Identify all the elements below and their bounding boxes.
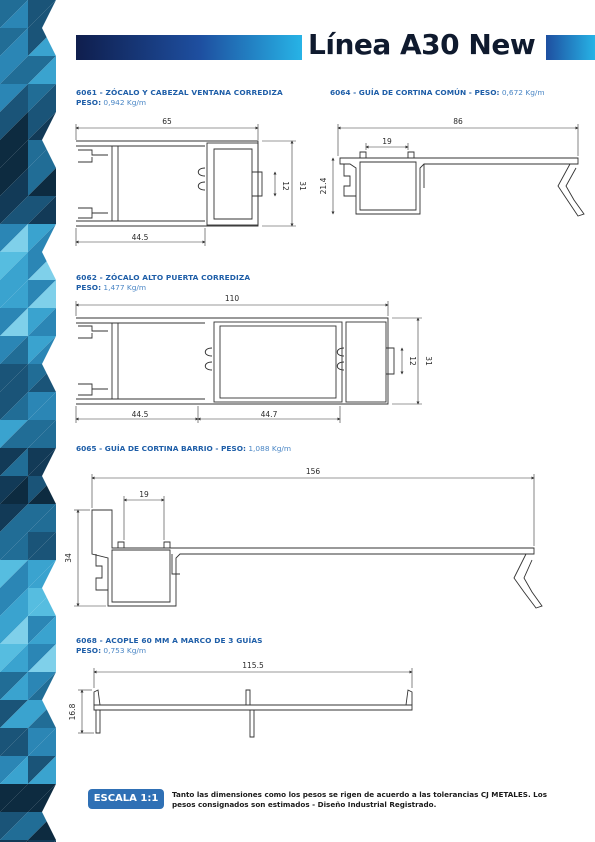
sidebar-tile bbox=[28, 392, 56, 420]
sidebar-tile bbox=[0, 784, 28, 812]
sidebar-tile bbox=[0, 196, 28, 224]
sidebar-tile bbox=[28, 532, 56, 560]
sidebar-tile bbox=[0, 112, 28, 140]
sidebar-tile bbox=[0, 476, 28, 504]
sidebar-tile bbox=[0, 700, 28, 728]
dim-6062-height: 31 bbox=[424, 356, 433, 366]
sidebar-cut bbox=[42, 224, 56, 280]
sidebar-cut bbox=[42, 0, 56, 56]
sidebar-tile bbox=[28, 280, 56, 308]
dim-6062-inner: 12 bbox=[408, 356, 417, 366]
profile-6068-weight: PESO: 0,753 Kg/m bbox=[76, 646, 147, 655]
sidebar-tile bbox=[0, 168, 28, 196]
dims-6064 bbox=[331, 124, 579, 215]
dim-6062-bottom-right: 44.7 bbox=[261, 410, 278, 419]
sidebar-tile bbox=[0, 728, 28, 756]
sidebar-tile bbox=[28, 56, 56, 84]
drawing-6068 bbox=[93, 689, 413, 738]
sidebar-tile bbox=[28, 420, 56, 448]
sidebar-tile bbox=[28, 728, 56, 756]
sidebar-tile bbox=[0, 560, 28, 588]
profile-6062-weight: PESO: 1,477 Kg/m bbox=[76, 283, 147, 292]
sidebar-cut bbox=[42, 672, 56, 728]
dim-6061-bottom: 44.5 bbox=[132, 233, 149, 242]
profile-6068-title: 6068 - ACOPLE 60 MM A MARCO DE 3 GUÍAS bbox=[76, 636, 263, 645]
sidebar-tile bbox=[0, 280, 28, 308]
dims-6061 bbox=[75, 124, 296, 246]
sidebar-cut bbox=[42, 336, 56, 392]
page-title: Línea A30 New bbox=[308, 28, 536, 61]
dim-6061-inner: 12 bbox=[281, 181, 290, 191]
dims-6068 bbox=[78, 668, 413, 734]
dim-6062-bottom-left: 44.5 bbox=[132, 410, 149, 419]
profile-6061-title: 6061 - ZÓCALO Y CABEZAL VENTANA CORREDIZ… bbox=[76, 88, 283, 97]
header-gradient-accent bbox=[546, 35, 595, 60]
sidebar-tile bbox=[0, 28, 28, 56]
sidebar-tile bbox=[0, 392, 28, 420]
dim-6064-channel: 19 bbox=[382, 137, 392, 146]
sidebar-tile bbox=[0, 84, 28, 112]
sidebar-tile bbox=[0, 504, 28, 532]
drawing-6064 bbox=[339, 151, 585, 217]
dim-6062-width: 110 bbox=[225, 294, 240, 303]
sidebar-tile bbox=[28, 504, 56, 532]
sidebar-tile bbox=[0, 308, 28, 336]
sidebar-tile bbox=[0, 644, 28, 672]
dim-6064-height: 21.4 bbox=[319, 177, 328, 194]
profile-6064-title: 6064 - GUÍA DE CORTINA COMÚN - PESO: 0,6… bbox=[330, 88, 545, 97]
dim-6065-height: 34 bbox=[64, 553, 73, 563]
dim-6061-width: 65 bbox=[162, 117, 172, 126]
sidebar-tile bbox=[0, 532, 28, 560]
sidebar-tile bbox=[0, 448, 28, 476]
profile-6061-weight: PESO: 0,942 Kg/m bbox=[76, 98, 147, 107]
sidebar-tile bbox=[0, 224, 28, 252]
sidebar-tile bbox=[0, 364, 28, 392]
scale-badge: ESCALA 1:1 bbox=[88, 789, 164, 809]
drawing-6062 bbox=[76, 317, 395, 405]
profile-6065-title: 6065 - GUÍA DE CORTINA BARRIO - PESO: 1,… bbox=[76, 444, 292, 453]
sidebar-tile bbox=[28, 644, 56, 672]
dim-6061-height: 31 bbox=[298, 181, 307, 191]
sidebar-tile bbox=[0, 812, 28, 840]
sidebar-cut bbox=[42, 112, 56, 168]
dim-6065-width: 156 bbox=[306, 467, 321, 476]
footer-note: Tanto las dimensiones como los pesos se … bbox=[172, 790, 547, 809]
profile-6062-title: 6062 - ZÓCALO ALTO PUERTA CORREDIZA bbox=[76, 273, 251, 282]
dim-6065-channel: 19 bbox=[139, 490, 149, 499]
sidebar-tile bbox=[0, 588, 28, 616]
sidebar-tile bbox=[28, 196, 56, 224]
sidebar-tile bbox=[0, 756, 28, 784]
sidebar-tile bbox=[0, 420, 28, 448]
sidebar-tile bbox=[0, 672, 28, 700]
dim-6064-width: 86 bbox=[453, 117, 463, 126]
sidebar-tile bbox=[0, 140, 28, 168]
sidebar-cut bbox=[42, 784, 56, 840]
sidebar-tile bbox=[28, 756, 56, 784]
sidebar-tile bbox=[28, 308, 56, 336]
sidebar-tile bbox=[0, 252, 28, 280]
dim-6068-width: 115.5 bbox=[242, 661, 264, 670]
sidebar-tile bbox=[28, 616, 56, 644]
dims-6062 bbox=[75, 301, 422, 423]
drawing-6061 bbox=[76, 140, 263, 227]
sidebar-cut bbox=[42, 560, 56, 616]
drawing-6065 bbox=[91, 509, 543, 609]
geometric-sidebar-decoration bbox=[0, 0, 56, 842]
dims-6065 bbox=[74, 474, 535, 607]
dim-6068-height: 16.8 bbox=[68, 703, 77, 720]
sidebar-tile bbox=[0, 336, 28, 364]
sidebar-tile bbox=[0, 0, 28, 28]
sidebar-tile bbox=[28, 168, 56, 196]
sidebar-tile bbox=[0, 616, 28, 644]
sidebar-cut bbox=[42, 448, 56, 504]
sidebar-tile bbox=[28, 84, 56, 112]
sidebar-tile bbox=[0, 56, 28, 84]
header-gradient-bar bbox=[76, 35, 302, 60]
